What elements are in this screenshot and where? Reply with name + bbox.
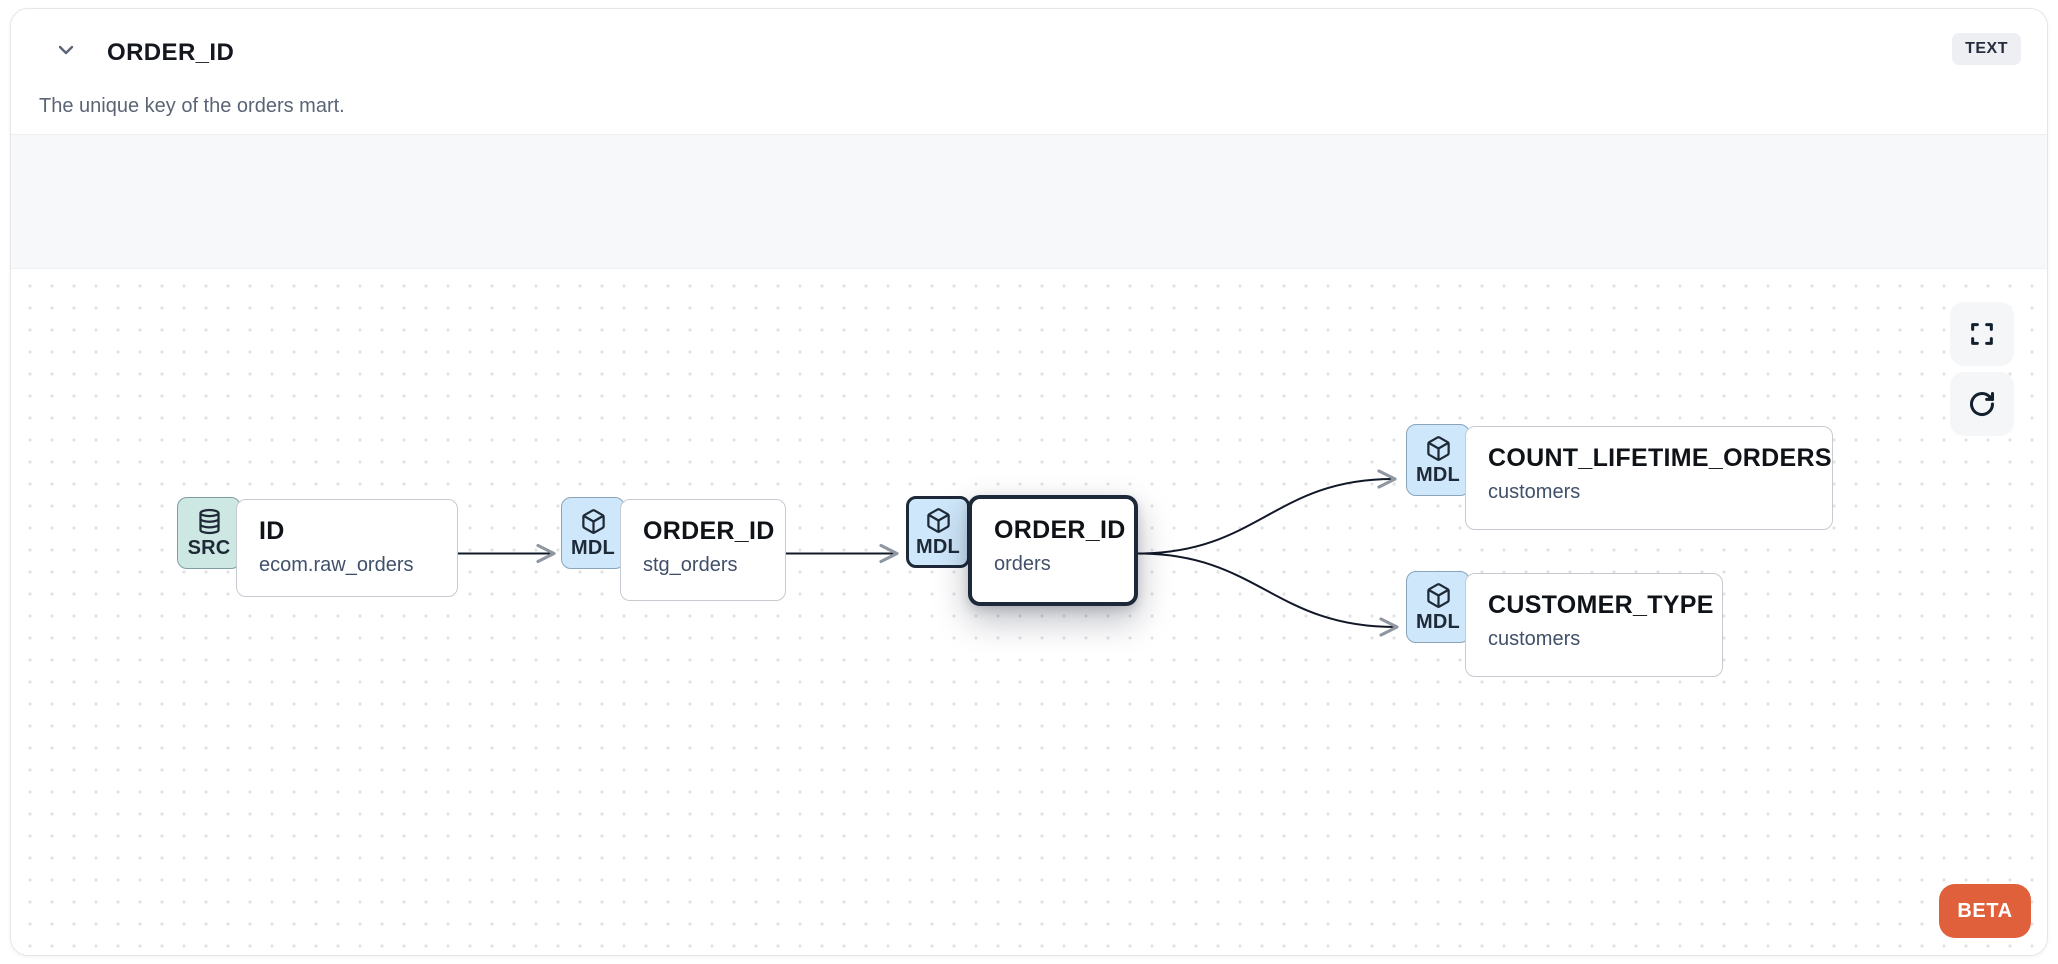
rotate-cw-icon — [1968, 390, 1996, 418]
cube-icon — [925, 507, 952, 534]
column-details-card: ORDER_ID TEXT The unique key of the orde… — [10, 8, 2048, 956]
page-title: ORDER_ID — [107, 39, 235, 66]
lineage-node-order-id-stg-orders[interactable]: MDL ORDER_ID stg_orders — [561, 497, 786, 601]
node-title: ORDER_ID — [643, 517, 775, 545]
refresh-button[interactable] — [1950, 372, 2014, 436]
header: ORDER_ID TEXT The unique key of the orde… — [11, 9, 2047, 134]
node-subtitle: customers — [1488, 481, 1581, 503]
database-icon — [196, 508, 223, 535]
column-description: The unique key of the orders mart. — [39, 95, 345, 117]
node-badge-label: MDL — [571, 537, 615, 559]
lineage-node-order-id-orders-selected[interactable]: MDL ORDER_ID orders — [906, 495, 1138, 606]
node-card: ORDER_ID stg_orders — [620, 499, 786, 601]
chevron-down-icon — [54, 38, 78, 62]
node-subtitle: stg_orders — [643, 554, 738, 576]
node-badge-label: MDL — [1416, 611, 1460, 633]
lineage-node-id-raw-orders[interactable]: SRC ID ecom.raw_orders — [177, 497, 458, 597]
node-subtitle: ecom.raw_orders — [259, 554, 414, 576]
node-card: COUNT_LIFETIME_ORDERS customers — [1465, 426, 1833, 530]
lineage-edges — [458, 469, 1399, 637]
maximize-icon — [1968, 320, 1996, 348]
beta-badge: BETA — [1939, 884, 2031, 938]
column-type-badge: TEXT — [1952, 33, 2021, 65]
node-badge-label: MDL — [1416, 464, 1460, 486]
node-badge-label: SRC — [187, 537, 231, 559]
node-type-badge: SRC — [177, 497, 241, 569]
node-subtitle: orders — [994, 553, 1051, 575]
fullscreen-button[interactable] — [1950, 302, 2014, 366]
node-card: CUSTOMER_TYPE customers — [1465, 573, 1723, 677]
lineage-canvas[interactable]: SRC ID ecom.raw_orders MDL ORDER_ID stg_… — [11, 269, 2047, 955]
node-title: COUNT_LIFETIME_ORDERS — [1488, 444, 1832, 472]
node-title: CUSTOMER_TYPE — [1488, 591, 1714, 619]
node-card: ORDER_ID orders — [968, 495, 1138, 606]
node-type-badge: MDL — [906, 496, 970, 568]
canvas-controls — [1950, 302, 2014, 436]
node-type-badge: MDL — [1406, 571, 1470, 643]
node-subtitle: customers — [1488, 628, 1581, 650]
node-title: ID — [259, 517, 285, 545]
lineage-node-customer-type[interactable]: MDL CUSTOMER_TYPE customers — [1406, 571, 1723, 677]
node-title: ORDER_ID — [994, 516, 1126, 544]
cube-icon — [1425, 435, 1452, 462]
lineage-node-count-lifetime-orders[interactable]: MDL COUNT_LIFETIME_ORDERS customers — [1406, 424, 1833, 530]
collapse-button[interactable] — [49, 33, 83, 67]
node-type-badge: MDL — [1406, 424, 1470, 496]
node-type-badge: MDL — [561, 497, 625, 569]
tests-section: NOT_NULL UNIQUE — [11, 134, 2047, 370]
node-badge-label: MDL — [916, 536, 960, 558]
node-card: ID ecom.raw_orders — [236, 499, 458, 597]
cube-icon — [580, 508, 607, 535]
cube-icon — [1425, 582, 1452, 609]
